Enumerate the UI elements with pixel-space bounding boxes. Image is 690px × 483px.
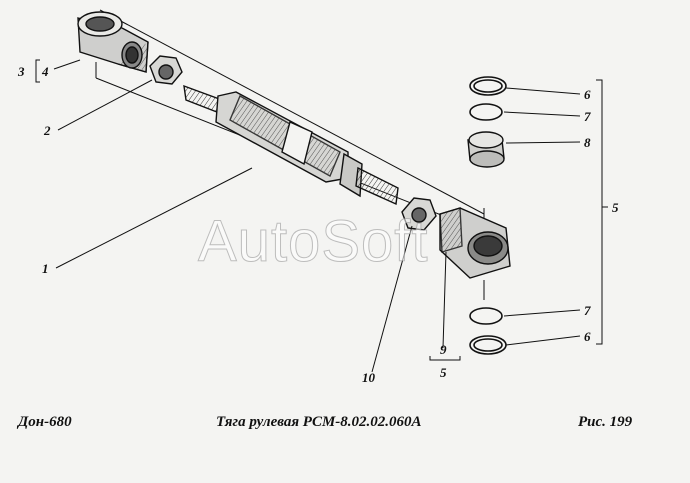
machine-model: Дон-680 (18, 414, 72, 430)
right-rod-end-part-9 (439, 207, 511, 279)
figure-number: Рис. 199 (578, 414, 633, 430)
callout-3: 3 (17, 64, 25, 79)
ring-part-7-bottom (469, 307, 503, 325)
left-nut-part-2 (149, 55, 183, 85)
callout-9: 9 (440, 342, 447, 357)
callout-4: 4 (41, 64, 49, 79)
right-nut-part-10 (401, 197, 437, 231)
callout-10: 10 (362, 370, 376, 385)
callout-6-bottom: 6 (584, 329, 591, 344)
callout-2: 2 (43, 123, 51, 138)
figure-title: Тяга рулевая РСМ-8.02.02.060А (216, 414, 422, 430)
left-rod-end-part-4 (77, 11, 149, 73)
ring-part-6-top (469, 76, 507, 96)
ring-part-6-bottom (469, 335, 507, 355)
callout-8: 8 (584, 135, 591, 150)
callout-7-top: 7 (584, 109, 591, 124)
callout-1: 1 (42, 261, 49, 276)
bushing-part-8 (467, 131, 505, 168)
ring-part-7-top (469, 103, 503, 121)
leader-lines (35, 59, 608, 373)
callout-5-right: 5 (612, 200, 619, 215)
callout-7-bottom: 7 (584, 303, 591, 318)
callout-6-top: 6 (584, 87, 591, 102)
callout-labels: 1 2 3 4 5 6 7 8 7 6 9 5 10 (17, 64, 619, 385)
callout-5-bottom: 5 (440, 365, 447, 380)
rod-body-part-1 (183, 84, 399, 206)
